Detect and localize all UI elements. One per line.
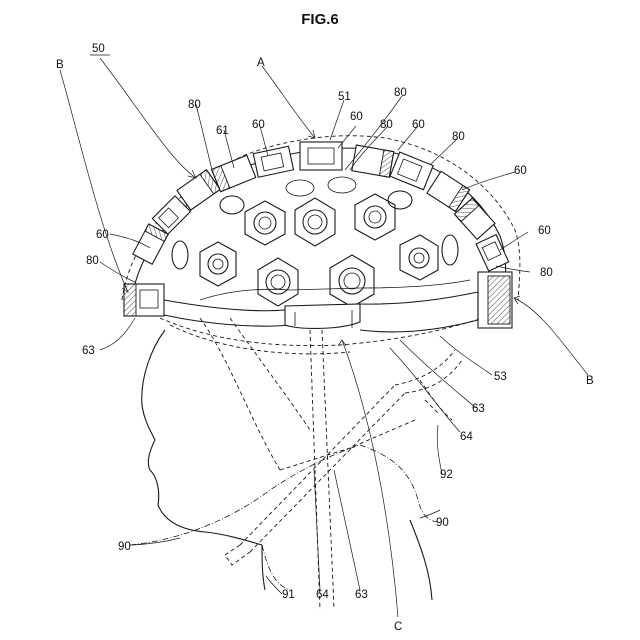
strap-harness [160,312,500,610]
label-63-right: 63 [472,403,485,415]
label-b-right: B [586,375,594,387]
figure-title: FIG.6 [301,11,339,28]
label-60-top: 60 [350,111,363,123]
label-60-far-left: 60 [96,229,109,241]
end-block-right [478,272,512,328]
label-64-right: 64 [460,431,473,443]
label-60-right: 60 [514,165,527,177]
label-80-far-left: 80 [86,255,99,267]
label-80-far-right: 80 [540,267,553,279]
lower-band [164,280,478,332]
label-91: 91 [282,589,295,601]
label-90-right: 90 [436,517,449,529]
label-a: A [257,57,265,69]
label-51: 51 [338,91,351,103]
label-60-left: 60 [252,119,265,131]
label-80-right: 80 [452,131,465,143]
label-80-upper-left: 80 [188,99,201,111]
label-90-left: 90 [118,541,131,553]
label-53: 53 [494,371,507,383]
hex-pads [172,177,458,307]
label-80-top: 80 [394,87,407,99]
label-80-mid: 80 [380,119,393,131]
label-64-bottom: 64 [316,589,329,601]
label-b-left: B [56,59,64,71]
label-60-far-right: 60 [538,225,551,237]
head-outline [130,330,440,600]
label-60-mid: 60 [412,119,425,131]
label-63-bottom: 63 [355,589,368,601]
label-92: 92 [440,469,453,481]
end-block-left [124,284,164,316]
label-c: C [394,621,402,633]
label-50: 50 [92,43,105,55]
label-61: 61 [216,125,229,137]
label-63-left: 63 [82,345,95,357]
